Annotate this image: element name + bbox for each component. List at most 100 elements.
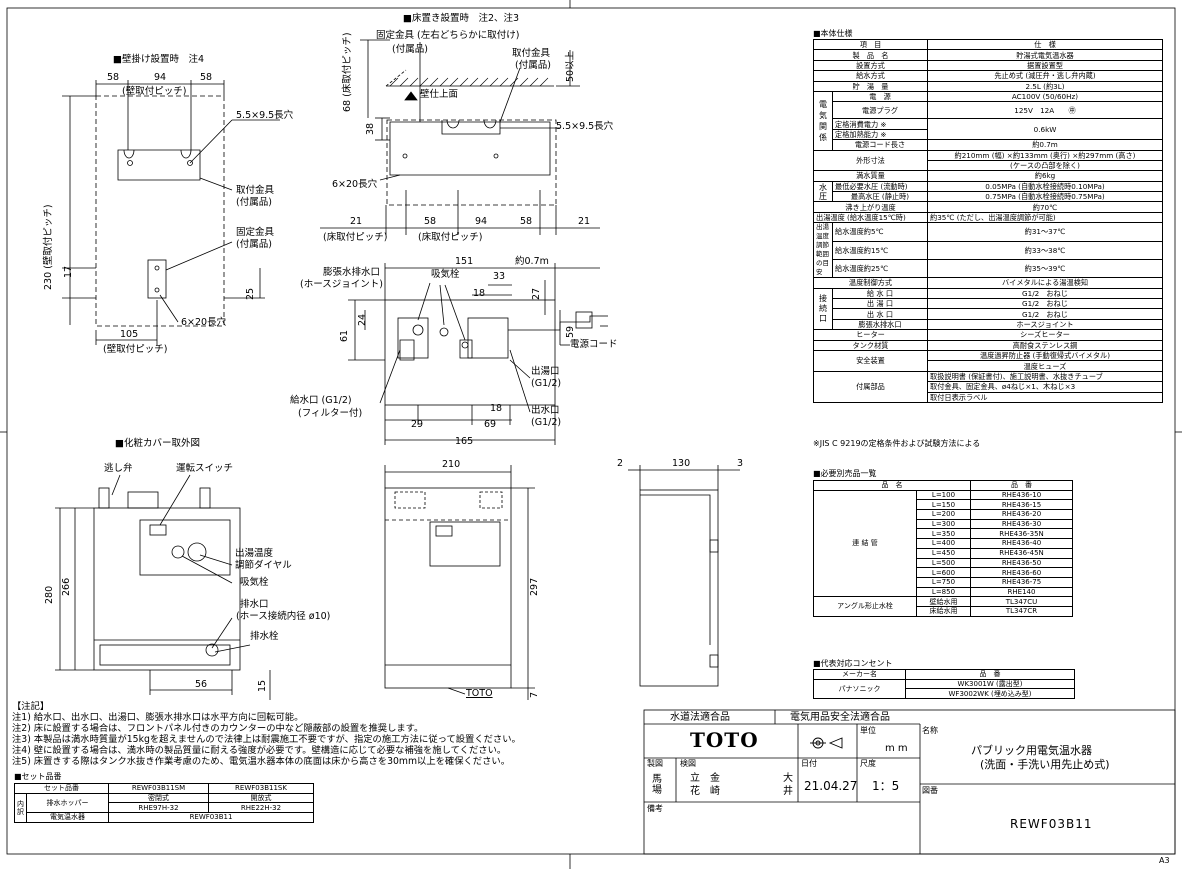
supply-inlet-sub: (フィルター付)	[298, 408, 363, 419]
notes-block: 【注記】 注1) 給水口、出水口、出湯口、膨張水排水口は水平方向に回転可能。 注…	[12, 701, 521, 767]
spec-label: 給水温度約5℃	[832, 222, 928, 242]
drawing-no-label: 図番	[922, 786, 938, 795]
parts-length: L=500	[916, 557, 971, 569]
spec-header-value: 仕 様	[927, 38, 1163, 51]
temp-dial-label: 出湯温度	[235, 548, 274, 559]
spec-group-range: 出湯温度調節範囲の目安	[813, 222, 833, 279]
expansion-drain-label: 膨張水排水口	[323, 267, 381, 278]
parts-length: L=300	[916, 518, 971, 530]
spec-value: 約35～39℃	[927, 258, 1163, 279]
wall-view-title: ■壁掛け設置時 注4	[113, 54, 205, 65]
set-header-sm: REWF03B11SM	[108, 783, 209, 794]
set-row2-value: REWF03B11	[108, 812, 314, 823]
dim-56: 56	[195, 679, 208, 690]
parts-number: RHE436-60	[970, 567, 1073, 578]
dim-25: 25	[245, 287, 256, 300]
side-view	[628, 465, 740, 687]
spec-label: 貯 湯 量	[813, 80, 928, 92]
dim-230: 230 (壁取付ピッチ)	[43, 204, 54, 290]
drain-plug-label: 排水栓	[250, 631, 279, 642]
spec-value: 取扱説明書 (保証書付)、施工説明書、水抜きチューブ	[927, 370, 1163, 383]
unit-label: 単位	[860, 726, 876, 735]
temp-dial-sub: 調節ダイヤル	[235, 560, 292, 571]
dim-15: 15	[257, 679, 268, 692]
parts-number: RHE436-45N	[970, 547, 1073, 559]
floor-dim-21a: 21	[350, 216, 363, 227]
spec-group-conn: 接続口	[813, 287, 833, 331]
floor-pitch-b: (床取付ピッチ)	[418, 232, 483, 243]
spec-table: 項 目仕 様 製 品 名貯湯式電気温水器 設置方式据置設置型 給水方式先止め式 …	[813, 38, 1163, 403]
spec-label: 温度制御方式	[813, 277, 928, 289]
dim-61: 61	[339, 329, 350, 342]
set-row1-a-type: 密閉式	[108, 792, 209, 804]
spec-value: G1/2 おねじ	[927, 308, 1163, 320]
set-header-label: セット品番	[14, 783, 109, 794]
parts-length: L=400	[916, 538, 971, 549]
set-row1-b-number: RHE22H-32	[208, 802, 314, 814]
spec-value: 据置設置型	[927, 59, 1163, 72]
outlet-title: ■代表対応コンセント	[813, 659, 893, 668]
spec-label: 設置方式	[813, 59, 928, 72]
drain-port-sub: (ホース接続内径 ø10)	[236, 611, 331, 622]
outlet-number: WK3001W (露出型)	[905, 678, 1075, 690]
scale-label: 尺度	[860, 759, 876, 768]
note-line: 注4) 壁に設置する場合は、満水時の製品質量に耐える強度が必要です。壁構造に応じ…	[12, 745, 507, 756]
outlet-header-number: 品 番	[905, 669, 1075, 680]
floor-pitch-a: (床取付ピッチ)	[323, 232, 388, 243]
spec-label: 電源コード長さ	[832, 139, 928, 151]
dim-18b: 18	[490, 403, 503, 414]
drain-port-label: 排水口	[240, 599, 269, 610]
spec-value: 0.05MPa (自動水栓接続時0.10MPa)	[927, 180, 1163, 193]
dim-17: 17	[63, 265, 74, 278]
spec-group-elec: 電気関係	[813, 90, 833, 151]
wall-fixed-label: 固定金具	[236, 227, 275, 238]
floor-dim-94: 94	[475, 216, 488, 227]
spec-value: 0.6kW	[927, 118, 1163, 141]
cover-removal-view	[55, 474, 271, 700]
parts-length: L=350	[916, 528, 971, 540]
spec-title: ■本体仕様	[813, 29, 853, 38]
parts-length: L=100	[916, 489, 971, 501]
checked-4: 井	[783, 786, 793, 797]
angle-number: TL347CU	[970, 596, 1073, 607]
set-header-sk: REWF03B11SK	[208, 783, 314, 794]
spec-label: 外形寸法	[813, 149, 928, 172]
set-group: 内訳	[14, 792, 27, 823]
outlet-header-maker: メーカー名	[813, 669, 906, 680]
spec-value: 取付金具、固定金具、ø4ねじ×1、木ねじ×3	[927, 381, 1163, 393]
spec-label: 電 源	[832, 90, 928, 103]
spec-label: ヒーター	[813, 329, 928, 341]
wall-hole-label: 6×20長穴	[181, 317, 227, 328]
spec-value: 貯湯式電気温水器	[927, 49, 1163, 61]
note-line: 注3) 本製品は満水時質量が15kgを超えませんので法律上は耐震施工不要ですが、…	[12, 734, 521, 745]
dim-2: 2	[617, 458, 624, 469]
wall-pitch-bottom: (壁取付ピッチ)	[103, 344, 168, 355]
parts-number: RHE140	[970, 586, 1073, 598]
floor-dim-21b: 21	[578, 216, 591, 227]
dim-3: 3	[737, 458, 744, 469]
set-title: ■セット品番	[14, 772, 62, 781]
spec-label: 電源プラグ	[832, 101, 928, 120]
angle-type: 壁給水用	[916, 596, 971, 607]
floor-fixed-note: 固定金具 (左右どちらかに取付け)	[376, 30, 520, 41]
cert-waterworks: 水道法適合品	[670, 712, 730, 723]
power-cord-label: 電源コード	[570, 339, 618, 350]
spec-value: (ケースの凸部を除く)	[927, 159, 1163, 172]
set-row1-label: 排水ホッパー	[26, 792, 109, 814]
spec-label: 付属部品	[813, 370, 928, 403]
expansion-drain-sub: (ホースジョイント)	[300, 279, 383, 290]
checked-3: 大	[783, 773, 793, 784]
scale-value: 1：5	[872, 779, 900, 793]
spec-value: 約31～37℃	[927, 222, 1163, 242]
spec-label: タンク材質	[813, 339, 928, 352]
parts-length: L=850	[916, 586, 971, 598]
dim-58-right: 58	[200, 72, 213, 83]
spec-label: 給水温度約25℃	[832, 258, 928, 279]
projection-symbol-icon	[810, 737, 843, 749]
dim-cord: 約0.7m	[515, 256, 549, 267]
spec-value: 約33～38℃	[927, 240, 1163, 260]
dim-151: 151	[455, 256, 474, 267]
note-line: 注1) 給水口、出水口、出湯口、膨張水排水口は水平方向に回転可能。	[12, 712, 304, 723]
